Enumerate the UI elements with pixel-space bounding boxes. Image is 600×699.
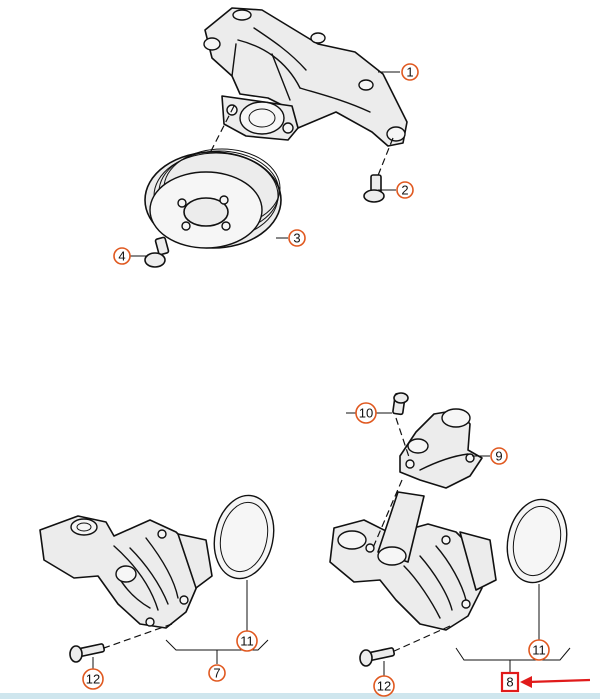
bottom-band bbox=[0, 693, 600, 699]
svg-text:1: 1 bbox=[406, 65, 413, 80]
svg-text:8: 8 bbox=[506, 675, 513, 690]
callout-8-highlight[interactable]: 8 bbox=[500, 671, 520, 693]
coolant-flange-9 bbox=[399, 408, 483, 489]
svg-text:11: 11 bbox=[240, 634, 254, 649]
callout-2: 2 bbox=[396, 181, 414, 199]
svg-text:12: 12 bbox=[86, 672, 100, 687]
callout-9: 9 bbox=[490, 447, 508, 465]
callout-11-right: 11 bbox=[528, 639, 550, 661]
thermostat-housing-left bbox=[39, 515, 213, 629]
svg-text:12: 12 bbox=[377, 679, 391, 694]
callout-7: 7 bbox=[208, 664, 226, 682]
bolt-4 bbox=[144, 236, 170, 268]
water-pump-housing bbox=[203, 7, 408, 147]
svg-text:9: 9 bbox=[495, 449, 502, 464]
callout-12-left: 12 bbox=[82, 668, 104, 690]
callout-12-right: 12 bbox=[373, 675, 395, 697]
red-arrow-icon bbox=[520, 676, 591, 688]
svg-text:10: 10 bbox=[359, 406, 373, 421]
bolt-12-left bbox=[69, 643, 105, 663]
callout-3: 3 bbox=[288, 229, 306, 247]
callout-1: 1 bbox=[401, 63, 419, 81]
callout-10: 10 bbox=[355, 402, 377, 424]
callout-4: 4 bbox=[113, 247, 131, 265]
bolt-12-right bbox=[359, 647, 395, 667]
svg-text:2: 2 bbox=[401, 183, 408, 198]
seal-ring-right bbox=[506, 498, 568, 584]
seal-ring-left bbox=[213, 494, 275, 580]
thermostat-housing-right bbox=[329, 491, 497, 631]
callout-11-left: 11 bbox=[236, 630, 258, 652]
svg-text:3: 3 bbox=[293, 231, 300, 246]
bolt-10 bbox=[392, 392, 409, 416]
bolt-2 bbox=[363, 174, 385, 203]
svg-text:11: 11 bbox=[532, 643, 546, 658]
svg-text:4: 4 bbox=[118, 249, 125, 264]
pulley-3 bbox=[144, 148, 282, 249]
svg-text:7: 7 bbox=[213, 666, 220, 681]
